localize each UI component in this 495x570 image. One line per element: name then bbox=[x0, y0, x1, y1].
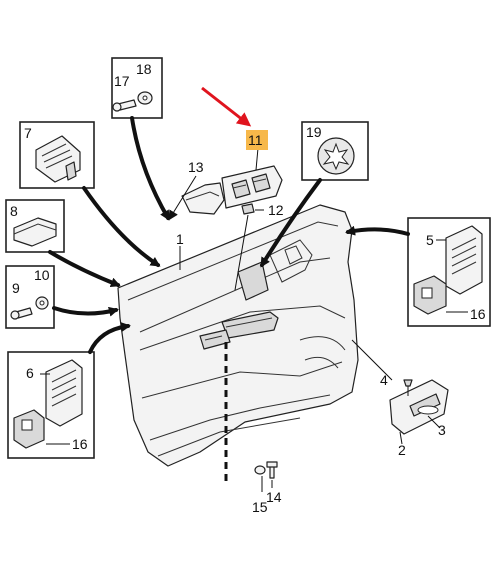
callout-2: 2 bbox=[398, 442, 406, 458]
box-clip-5-bracket-16 bbox=[407, 217, 491, 327]
box-clip-6-bracket-16 bbox=[7, 351, 95, 459]
handle-bezel-2-3-4 bbox=[389, 379, 449, 445]
arrow-6-16 bbox=[88, 322, 131, 354]
red-pointer-arrow bbox=[201, 86, 252, 127]
arrow-9-10 bbox=[52, 306, 119, 317]
arrow-5-16 bbox=[345, 225, 410, 236]
leader-11 bbox=[255, 147, 259, 171]
box-clip-part-7 bbox=[19, 121, 95, 189]
arrow-17-18 bbox=[130, 116, 170, 221]
screw-14-washer-15 bbox=[254, 461, 278, 492]
callout-10: 10 bbox=[34, 267, 50, 283]
callout-18: 18 bbox=[136, 61, 152, 77]
arrow-8 bbox=[48, 250, 121, 288]
callout-13: 13 bbox=[188, 159, 204, 175]
highlight-callout-11 bbox=[246, 130, 268, 150]
callout-6: 6 bbox=[26, 365, 34, 381]
callout-11: 11 bbox=[248, 132, 263, 148]
callout-17: 17 bbox=[114, 73, 130, 89]
door-trim-panel bbox=[117, 204, 359, 467]
callout-9: 9 bbox=[12, 280, 20, 296]
callout-7: 7 bbox=[24, 125, 32, 141]
callout-15: 15 bbox=[252, 499, 268, 515]
callout-19: 19 bbox=[306, 124, 322, 140]
window-switch-panel-part-11 bbox=[221, 165, 283, 209]
leader-panel-to-handle bbox=[351, 339, 393, 381]
arrow-19 bbox=[260, 178, 322, 268]
callout-3: 3 bbox=[438, 422, 446, 438]
trim-cap-part-13 bbox=[181, 182, 225, 215]
clip-part-12 bbox=[241, 203, 255, 215]
callout-12: 12 bbox=[268, 202, 284, 218]
arrow-7 bbox=[82, 186, 161, 267]
box-seal-part-19 bbox=[301, 121, 369, 181]
box-screw-9-washer-10 bbox=[5, 265, 55, 329]
box-clip-part-8 bbox=[5, 199, 65, 253]
callout-1: 1 bbox=[176, 231, 184, 247]
callout-16-left: 16 bbox=[72, 436, 88, 452]
callout-14: 14 bbox=[266, 489, 282, 505]
callout-4: 4 bbox=[380, 372, 388, 388]
callout-5: 5 bbox=[426, 232, 434, 248]
leader-13 bbox=[168, 175, 197, 221]
box-screw-17-washer-18 bbox=[111, 57, 163, 119]
callout-8: 8 bbox=[10, 203, 18, 219]
callout-16-right: 16 bbox=[470, 306, 486, 322]
leader-12-panel bbox=[234, 214, 249, 291]
